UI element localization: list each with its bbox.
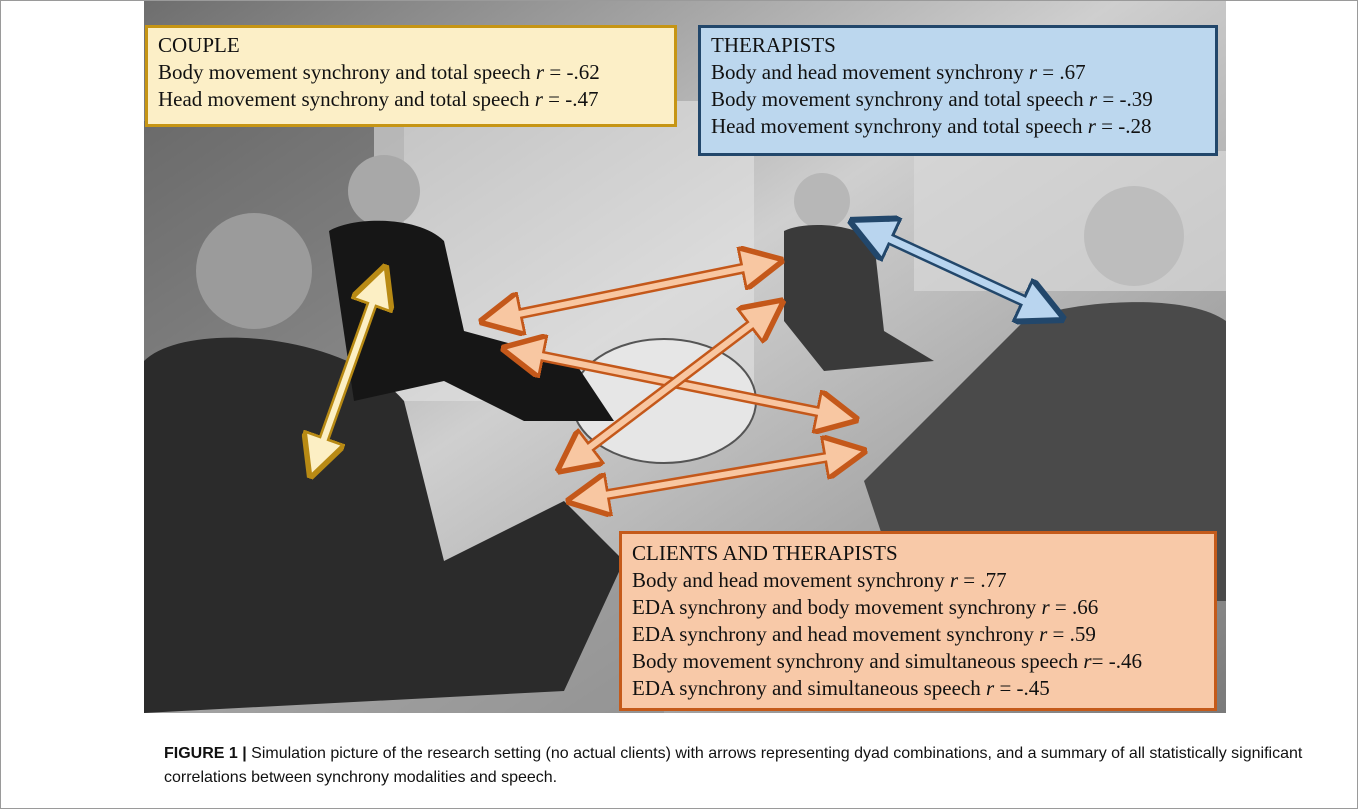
clients-title: CLIENTS AND THERAPISTS [632, 541, 898, 565]
arrow-therapists [864, 227, 1050, 313]
therapists-correlations-box: THERAPISTS Body and head movement synchr… [698, 25, 1218, 156]
person-male-client [144, 213, 624, 713]
figure-label: FIGURE 1 | [164, 745, 247, 762]
clients-therapists-correlations-box: CLIENTS AND THERAPISTS Body and head mov… [619, 531, 1217, 711]
clients-correlation-3: EDA synchrony and head movement synchron… [632, 622, 1096, 646]
therapists-correlation-2: Body movement synchrony and total speech… [711, 87, 1153, 111]
therapists-correlation-1: Body and head movement synchrony r = .67 [711, 60, 1086, 84]
couple-correlation-1: Body movement synchrony and total speech… [158, 60, 600, 84]
therapists-correlation-3: Head movement synchrony and total speech… [711, 114, 1152, 138]
caption-text-2: correlations between synchrony modalitie… [164, 769, 558, 786]
couple-correlation-2: Head movement synchrony and total speech… [158, 87, 599, 111]
therapists-title: THERAPISTS [711, 33, 836, 57]
arrow-couple [315, 279, 381, 464]
clients-correlation-5: EDA synchrony and simultaneous speech r … [632, 676, 1050, 700]
arrows-clients-therapists [494, 263, 852, 499]
person-male-therapist [864, 186, 1226, 601]
clients-correlation-1: Body and head movement synchrony r = .77 [632, 568, 1007, 592]
figure-caption: FIGURE 1 | Simulation picture of the res… [164, 742, 1344, 790]
couple-correlations-box: COUPLE Body movement synchrony and total… [145, 25, 677, 127]
clients-correlation-4: Body movement synchrony and simultaneous… [632, 649, 1142, 673]
clients-correlation-2: EDA synchrony and body movement synchron… [632, 595, 1099, 619]
caption-text-1: Simulation picture of the research setti… [246, 745, 1303, 762]
couple-title: COUPLE [158, 33, 240, 57]
